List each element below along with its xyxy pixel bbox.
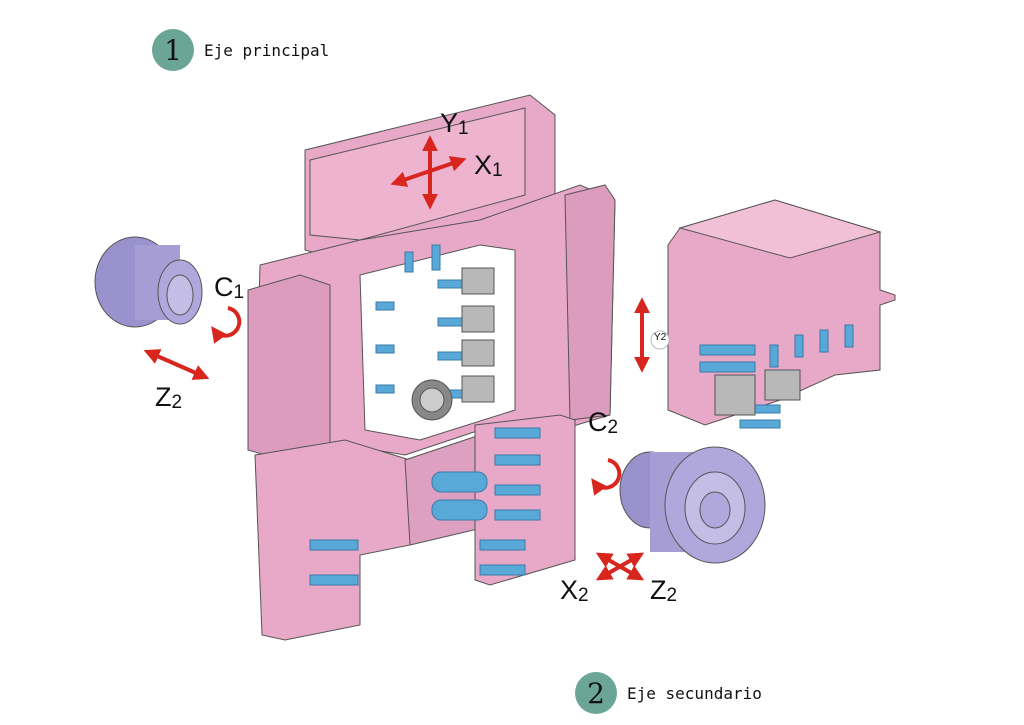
tool-bar: [769, 344, 779, 368]
legend-number-badge: 2: [575, 672, 617, 714]
tool-bar: [479, 564, 526, 576]
left-column: [247, 274, 331, 466]
c2-rotation-arrow: [591, 458, 622, 496]
tool-bar: [494, 509, 541, 521]
tool-bar: [437, 351, 464, 361]
tool-bar: [375, 384, 395, 394]
right-column: [564, 184, 616, 421]
motion-arrows: [143, 135, 650, 581]
axis-label-x2: X2: [560, 575, 589, 606]
axis-label-c2: C2: [588, 407, 619, 438]
z2-right-arrow: [595, 552, 645, 581]
tool-bar: [431, 471, 488, 493]
tool-bar: [794, 334, 804, 358]
legend-sub-spindle: 2 Eje secundario: [575, 672, 762, 714]
turret-top: [678, 199, 882, 259]
tool-bar: [494, 454, 541, 466]
tool-bar: [844, 324, 854, 348]
axis-label-y2: Y2: [654, 332, 667, 343]
axis-label-y1: Y1: [440, 108, 469, 139]
tool-bar: [699, 344, 756, 356]
axis-label-z2-right: Z2: [650, 575, 678, 606]
spindle-c1: [94, 236, 203, 328]
tool-bar: [494, 484, 541, 496]
tool-bar: [437, 317, 464, 327]
tool-bar: [431, 499, 488, 521]
tool-bar: [699, 361, 756, 373]
tool-holders: [411, 267, 801, 421]
tool-bar: [309, 539, 359, 551]
tool-bar: [375, 344, 395, 354]
y2-label-circle: [650, 330, 670, 350]
tool-bar: [437, 279, 464, 289]
axis-label-z2-left: Z2: [155, 382, 183, 413]
z2-left-arrow: [143, 349, 210, 380]
tool-bar: [479, 539, 526, 551]
legend-label: Eje secundario: [627, 683, 762, 703]
x1-arrow: [390, 156, 467, 187]
legend-number-badge: 1: [152, 29, 194, 71]
tool-bar: [494, 427, 541, 439]
tool-bar: [819, 329, 829, 353]
tool-bar: [375, 301, 395, 311]
tool-group: [309, 244, 854, 586]
axis-label-c1: C1: [214, 272, 245, 303]
axis-label-x1: X1: [474, 150, 503, 181]
spindle-c2: [619, 446, 766, 564]
tool-bar: [404, 251, 414, 273]
tool-bar: [431, 244, 441, 271]
legend-main-spindle: 1 Eje principal: [152, 29, 329, 71]
c1-rotation-arrow: [211, 306, 242, 344]
tool-rack: [474, 414, 576, 586]
legend-label: Eje principal: [204, 40, 330, 60]
tool-bar: [739, 419, 781, 429]
tool-bar: [309, 574, 359, 586]
